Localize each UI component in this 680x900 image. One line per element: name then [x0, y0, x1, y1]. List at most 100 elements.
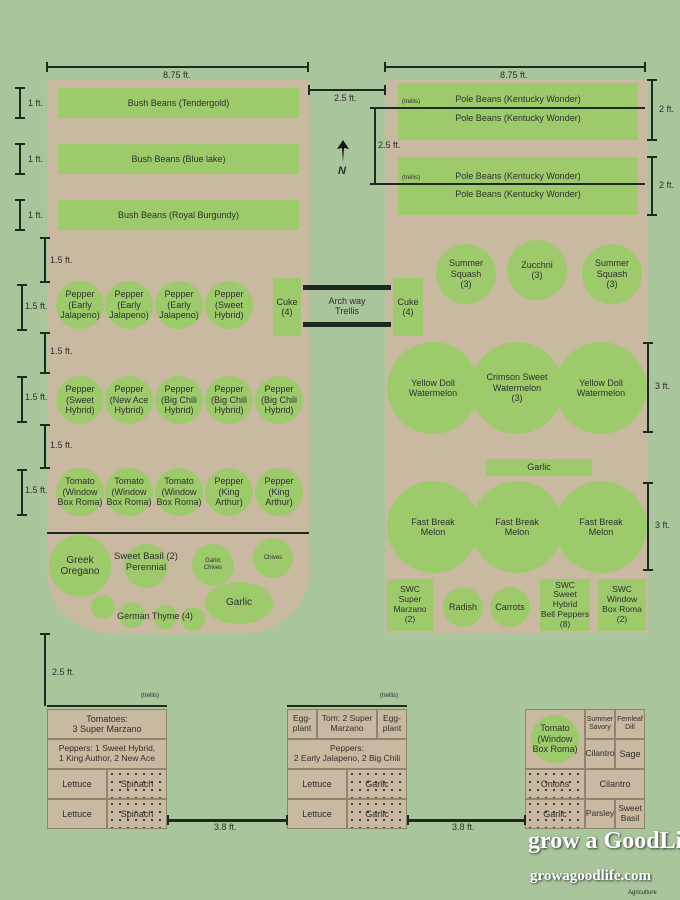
dimension-label: 3.8 ft. [214, 822, 237, 832]
dimension-tick [15, 199, 25, 201]
pepper-plant: Pepper (Early Jalapeno) [56, 281, 104, 329]
pepper-plant: Pepper (Sweet Hybrid) [56, 376, 104, 424]
pole-bean-label: Pole Beans (Kentucky Wonder) [455, 112, 581, 123]
cilantro-cell: Cilantro [585, 769, 645, 799]
garlic-row: Garlic [486, 459, 592, 476]
cucumber-left: Cuke (4) [273, 278, 301, 336]
sage-cell: Sage [615, 739, 645, 769]
dimension-tick [15, 173, 25, 175]
dimension-label: 2 ft. [659, 180, 675, 190]
dimension-line [21, 285, 23, 330]
dimension-line [309, 89, 385, 91]
dimension-tick [17, 514, 27, 516]
pepper-plant: Pepper (Early Jalapeno) [155, 281, 203, 329]
peppers-cell: Peppers: 2 Early Jalapeno, 2 Big Chili [287, 739, 407, 769]
dimension-tick [643, 342, 653, 344]
trellis-line [373, 107, 645, 109]
logo-text: grow a GoodLife [528, 828, 680, 854]
onions-cell: Onions [525, 769, 585, 799]
dimension-tick [40, 281, 50, 283]
german-thyme-plant [91, 595, 115, 619]
dimension-tick [643, 569, 653, 571]
dimension-tick [15, 117, 25, 119]
herb-divider [47, 532, 309, 534]
dimension-label: 3 ft. [655, 381, 671, 391]
dimension-line [44, 333, 46, 373]
trellis-line [47, 705, 167, 707]
tomato-cell: Tom: 2 Super Marzano [317, 709, 377, 739]
pole-bean-label: Pole Beans (Kentucky Wonder) [455, 170, 581, 181]
dimension-tick [370, 107, 380, 109]
north-label: N [338, 164, 346, 177]
dimension-tick [647, 214, 657, 216]
dimension-line [385, 66, 645, 68]
pepper-plant: Pepper (Big Chili Hybrid) [155, 376, 203, 424]
watermelon-plant: Crimson Sweet Watermelon (3) [471, 342, 563, 434]
dimension-tick [46, 62, 48, 72]
tomato-plant: Tomato (Window Box Roma) [155, 468, 203, 516]
parsley-cell: Parsley [585, 799, 615, 829]
dimension-tick [384, 85, 386, 95]
dimension-tick [40, 467, 50, 469]
dimension-label: 1.5 ft. [50, 346, 73, 356]
dimension-label: 2.5 ft. [334, 93, 357, 103]
dimension-line [651, 157, 653, 215]
bush-bean-row: Bush Beans (Blue lake) [58, 144, 299, 174]
tomatoes-cell: Tomatoes: 3 Super Marzano [47, 709, 167, 739]
archway-label: Arch way Trellis [328, 295, 366, 316]
german-thyme-plant [119, 602, 145, 628]
dimension-tick [647, 79, 657, 81]
watermelon-plant: Yellow Doll Watermelon [555, 342, 647, 434]
dimension-tick [307, 62, 309, 72]
dimension-tick [15, 143, 25, 145]
dimension-tick [308, 85, 310, 95]
dimension-label: 1.5 ft. [25, 301, 48, 311]
pepper-plant: Pepper (Big Chili Hybrid) [205, 376, 253, 424]
dimension-line [44, 425, 46, 468]
garlic-chives: Garlic Chives [192, 544, 234, 586]
dimension-tick [167, 815, 169, 825]
trellis-label: (trellis) [402, 175, 420, 181]
dimension-line [647, 343, 649, 432]
dimension-label: 2.5 ft. [378, 140, 401, 150]
cucumber-right: Cuke (4) [393, 278, 423, 336]
dimension-label: 2 ft. [659, 104, 675, 114]
dimension-line [651, 80, 653, 140]
german-thyme-label: German Thyme (4) [117, 610, 193, 621]
pole-bean-label: Pole Beans (Kentucky Wonder) [455, 93, 581, 104]
pepper-plant: Pepper (King Arthur) [205, 468, 253, 516]
dimension-label: 1 ft. [28, 98, 44, 108]
dimension-tick [286, 815, 288, 825]
dimension-tick [40, 332, 50, 334]
dimension-line [408, 818, 525, 822]
spinach-cell: Spinach [107, 799, 167, 829]
category-tag: Agriculture [628, 890, 657, 896]
swc-window-box-roma: SWC Window Box Roma (2) [598, 579, 646, 631]
dimension-label: 3.8 ft. [452, 822, 475, 832]
cilantro-cell: Cilantro [585, 739, 615, 769]
dimension-line [21, 377, 23, 422]
archway-trellis-bar [303, 285, 391, 290]
dimension-tick [524, 815, 526, 825]
dimension-label: 1.5 ft. [50, 255, 73, 265]
dimension-tick [647, 139, 657, 141]
swc-super-marzano: SWC Super Marzano (2) [387, 579, 433, 631]
dimension-tick [40, 424, 50, 426]
north-arrow-icon [337, 140, 349, 162]
lettuce-cell: Lettuce [287, 799, 347, 829]
squash-plant: Zucchni (3) [507, 240, 567, 300]
sweet-basil-cell: Sweet Basil [615, 799, 645, 829]
tomato-plant: Tomato (Window Box Roma) [531, 715, 579, 763]
summer-savory-cell: Summer Savory [585, 709, 615, 739]
dimension-tick [643, 431, 653, 433]
dimension-tick [644, 62, 646, 72]
pepper-plant: Pepper (Big Chili Hybrid) [255, 376, 303, 424]
dimension-label: 3 ft. [655, 520, 671, 530]
tomato-plant: Tomato (Window Box Roma) [56, 468, 104, 516]
dimension-tick [643, 482, 653, 484]
pepper-plant: Pepper (Early Jalapeno) [105, 281, 153, 329]
trellis-line [287, 705, 407, 707]
german-thyme-plant [153, 605, 177, 629]
lettuce-cell: Lettuce [47, 769, 107, 799]
dimension-line [47, 66, 308, 68]
